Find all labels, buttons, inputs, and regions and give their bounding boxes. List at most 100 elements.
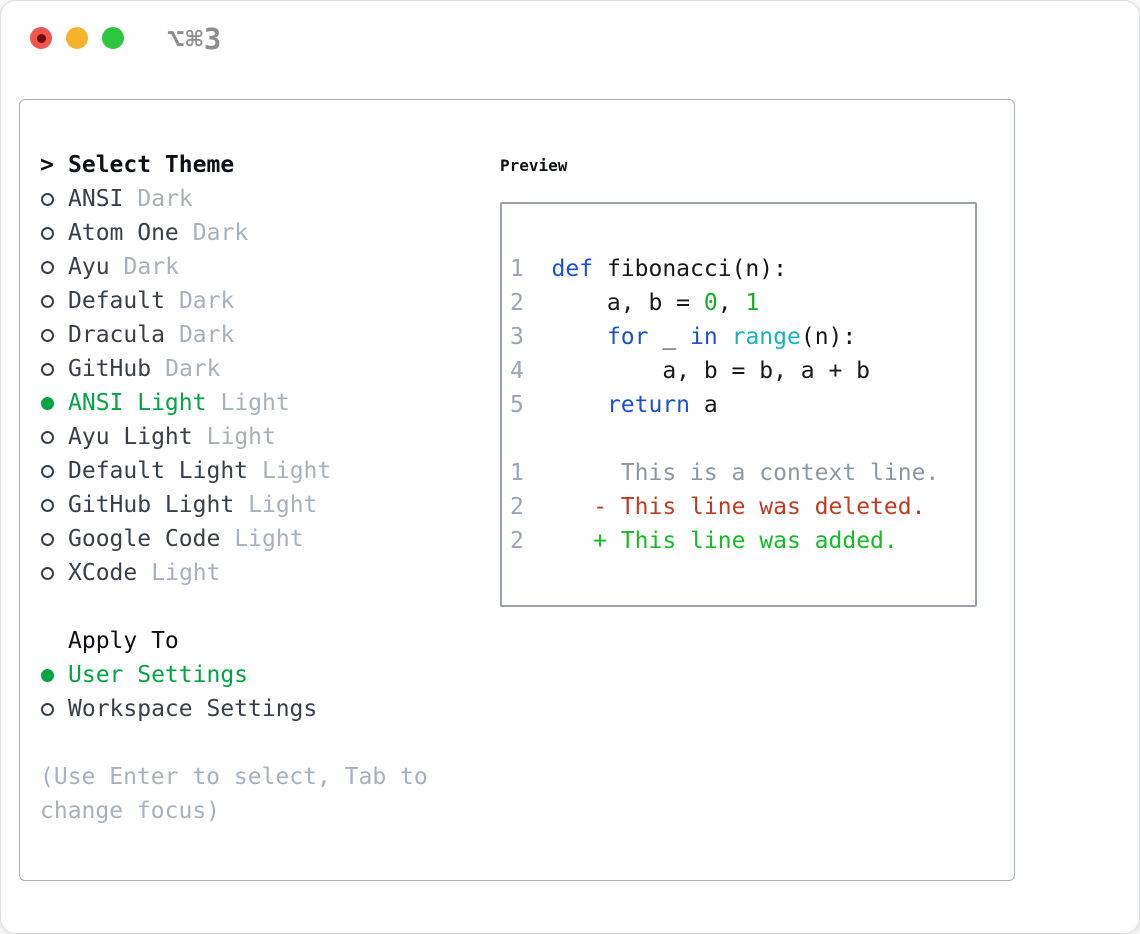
preview-line: 1 def fibonacci(n):	[510, 252, 975, 286]
theme-variant-tag: Dark	[178, 322, 235, 348]
theme-variant-tag: Dark	[178, 288, 235, 314]
code-token: + This line was added.	[593, 528, 898, 554]
theme-option[interactable]: Google Code Light	[40, 522, 500, 556]
radio-icon	[41, 362, 54, 376]
minimize-button[interactable]	[66, 27, 88, 49]
window-titlebar: ⌥⌘3	[1, 1, 1139, 99]
apply-to-option[interactable]: User Settings	[40, 658, 500, 692]
theme-option[interactable]: Default Dark	[40, 284, 500, 318]
theme-option[interactable]: GitHub Dark	[40, 352, 500, 386]
option-name: ANSI Light	[68, 390, 207, 416]
theme-variant-tag: Dark	[137, 186, 193, 212]
code-token	[718, 324, 732, 350]
theme-option[interactable]: Dracula Dark	[40, 318, 500, 352]
prompt-caret: >	[40, 152, 54, 178]
code-token	[552, 392, 607, 418]
code-token: (n):	[800, 324, 857, 350]
code-token: 0	[703, 290, 718, 316]
radio-icon	[41, 566, 54, 580]
apply-to-title: Apply To	[68, 628, 179, 654]
theme-option[interactable]: XCode Light	[40, 556, 500, 590]
code-token: return	[606, 392, 691, 418]
code-token: 1	[510, 256, 552, 282]
option-name: Ayu Light	[68, 424, 193, 450]
preview-line: 1 This is a context line.	[510, 456, 975, 490]
spacer	[40, 590, 500, 624]
radio-icon	[41, 396, 54, 410]
code-token: 1	[510, 460, 552, 486]
preview-line	[510, 422, 975, 456]
theme-variant-tag: Light	[234, 526, 304, 552]
code-token	[552, 324, 607, 350]
preview-line: 5 return a	[510, 388, 975, 422]
option-name: Ayu	[68, 254, 110, 280]
preview-line: 3 for _ in range(n):	[510, 320, 975, 354]
radio-icon	[41, 498, 54, 512]
radio-icon	[41, 328, 54, 342]
theme-option[interactable]: Ayu Light Light	[40, 420, 500, 454]
spacer	[40, 726, 500, 760]
theme-list: ANSI Dark Atom One Dark Ayu Dark Default…	[40, 182, 500, 590]
option-name: XCode	[68, 560, 138, 586]
preview-column: Preview 1 def fibonacci(n):2 a, b = 0, 1…	[500, 148, 1014, 880]
select-theme-header: > Select Theme	[40, 148, 500, 182]
theme-option[interactable]: GitHub Light Light	[40, 488, 500, 522]
theme-variant-tag: Light	[220, 390, 290, 416]
option-name: Dracula	[68, 322, 165, 348]
code-token: def	[551, 256, 594, 282]
select-theme-title: Select Theme	[68, 152, 235, 178]
option-name: Google Code	[68, 526, 221, 552]
option-name: GitHub	[68, 356, 152, 382]
theme-variant-tag: Light	[206, 424, 276, 450]
window-shortcut-label: ⌥⌘3	[167, 22, 223, 56]
theme-option[interactable]: Default Light Light	[40, 454, 500, 488]
option-name: Default Light	[68, 458, 249, 484]
code-token: 3	[510, 324, 552, 350]
code-token: This is a context line.	[551, 460, 940, 486]
theme-variant-tag: Dark	[165, 356, 221, 382]
code-token: - This line was deleted.	[593, 494, 926, 520]
code-token: 1	[745, 290, 760, 316]
code-token: a	[690, 392, 718, 418]
code-token: in	[690, 324, 718, 350]
apply-to-header: Apply To	[40, 624, 500, 658]
theme-variant-tag: Light	[151, 560, 221, 586]
apply-to-option[interactable]: Workspace Settings	[40, 692, 500, 726]
code-token: 2	[510, 528, 552, 554]
code-token: 4	[510, 358, 552, 384]
theme-option[interactable]: ANSI Light Light	[40, 386, 500, 420]
hint-text: (Use Enter to select, Tab to change focu…	[40, 764, 428, 824]
close-button[interactable]	[30, 27, 52, 49]
theme-option[interactable]: ANSI Dark	[40, 182, 500, 216]
unsaved-indicator-dot	[36, 33, 46, 43]
code-token: a, b =	[551, 290, 704, 316]
theme-option[interactable]: Ayu Dark	[40, 250, 500, 284]
theme-picker-panel: > Select Theme ANSI Dark Atom One Dark A…	[19, 99, 1015, 881]
radio-icon	[41, 702, 54, 716]
theme-option[interactable]: Atom One Dark	[40, 216, 500, 250]
preview-title: Preview	[500, 155, 568, 175]
preview-line: 2 - This line was deleted.	[510, 490, 975, 524]
preview-line: 4 a, b = b, a + b	[510, 354, 975, 388]
radio-icon	[41, 430, 54, 444]
radio-icon	[41, 464, 54, 478]
option-name: User Settings	[68, 662, 249, 688]
theme-list-column: > Select Theme ANSI Dark Atom One Dark A…	[40, 148, 500, 880]
option-name: Workspace Settings	[68, 696, 318, 722]
code-token: range	[731, 324, 801, 350]
theme-variant-tag: Dark	[192, 220, 249, 246]
radio-icon	[41, 532, 54, 546]
code-token: a, b = b, a + b	[551, 358, 871, 384]
code-token: 5	[510, 392, 552, 418]
radio-icon	[41, 294, 54, 308]
preview-line: 2 + This line was added.	[510, 524, 975, 558]
preview-line: 2 a, b = 0, 1	[510, 286, 975, 320]
radio-icon	[41, 192, 54, 206]
maximize-button[interactable]	[102, 27, 124, 49]
apply-to-list: User Settings Workspace Settings	[40, 658, 500, 726]
code-token	[552, 494, 594, 520]
radio-icon	[41, 668, 54, 682]
code-token: 2	[510, 494, 552, 520]
